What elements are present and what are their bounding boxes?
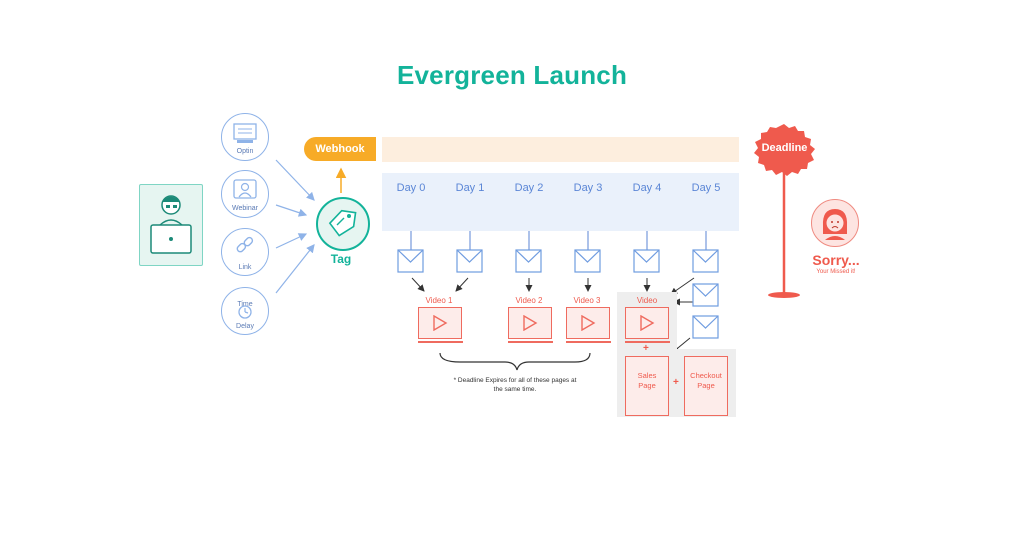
day-label: Day 4 bbox=[632, 182, 662, 194]
video-label: Video 2 bbox=[515, 296, 543, 305]
envelope-icon bbox=[692, 283, 719, 307]
sorry-title: Sorry... bbox=[812, 252, 860, 268]
source-webinar: Webinar bbox=[221, 170, 269, 218]
video-progress bbox=[418, 341, 463, 343]
checkout-page: Checkout Page bbox=[684, 356, 728, 416]
tag-label: Tag bbox=[330, 252, 352, 266]
day-label: Day 1 bbox=[455, 182, 485, 194]
video-label: Video 1 bbox=[425, 296, 453, 305]
source-label: Link bbox=[238, 264, 252, 271]
video-player bbox=[418, 307, 462, 339]
day-label: Day 5 bbox=[691, 182, 721, 194]
play-icon bbox=[523, 315, 538, 331]
user-card bbox=[139, 184, 203, 266]
plus-sign: + bbox=[673, 377, 679, 388]
envelope-icon bbox=[456, 249, 483, 273]
sorry-avatar bbox=[811, 199, 859, 247]
envelope-icon bbox=[574, 249, 601, 273]
source-optin: Optin bbox=[221, 113, 269, 161]
video-player bbox=[508, 307, 552, 339]
source-label: Optin bbox=[236, 148, 254, 155]
sad-woman-icon bbox=[822, 209, 848, 240]
play-icon bbox=[433, 315, 448, 331]
envelope-icon bbox=[633, 249, 660, 273]
sorry-subtitle: Your Missed it! bbox=[816, 269, 856, 275]
video-progress bbox=[566, 341, 611, 343]
play-icon bbox=[640, 315, 655, 331]
plus-sign: + bbox=[643, 343, 649, 354]
video-progress bbox=[508, 341, 553, 343]
sales-page: Sales Page bbox=[625, 356, 669, 416]
video-label: Video 3 bbox=[573, 296, 601, 305]
envelope-icon bbox=[692, 315, 719, 339]
deadline-note: * Deadline Expires for all of these page… bbox=[453, 377, 577, 393]
envelope-icon bbox=[397, 249, 424, 273]
source-time-delay: Time Delay bbox=[221, 287, 269, 335]
source-label: Webinar bbox=[232, 205, 258, 212]
form-icon bbox=[233, 123, 257, 143]
day-label: Day 2 bbox=[514, 182, 544, 194]
video-progress bbox=[625, 341, 670, 343]
diagram-title: Evergreen Launch bbox=[396, 60, 628, 90]
envelope-icon bbox=[515, 249, 542, 273]
tag-circle bbox=[316, 197, 370, 251]
clock-icon bbox=[238, 305, 252, 319]
video-label: Video bbox=[636, 296, 658, 305]
checkout-page-label: Checkout Page bbox=[690, 371, 722, 390]
price-tag-icon bbox=[328, 209, 357, 237]
webhook-timeline-bar bbox=[382, 137, 739, 162]
deadline-sign bbox=[754, 124, 815, 298]
source-label: Time Delay bbox=[236, 301, 254, 330]
source-link: Link bbox=[221, 228, 269, 276]
link-icon bbox=[236, 236, 254, 253]
envelope-icon bbox=[692, 249, 719, 273]
deadline-label: Deadline bbox=[761, 142, 808, 154]
sales-page-label: Sales Page bbox=[637, 371, 657, 390]
webhook-pill: Webhook bbox=[304, 137, 376, 161]
webinar-icon bbox=[233, 179, 257, 199]
user-laptop-icon bbox=[150, 195, 192, 254]
day-label: Day 0 bbox=[396, 182, 426, 194]
days-timeline-bar bbox=[382, 173, 739, 231]
video-player bbox=[566, 307, 610, 339]
play-icon bbox=[581, 315, 596, 331]
video-player bbox=[625, 307, 669, 339]
day-label: Day 3 bbox=[573, 182, 603, 194]
